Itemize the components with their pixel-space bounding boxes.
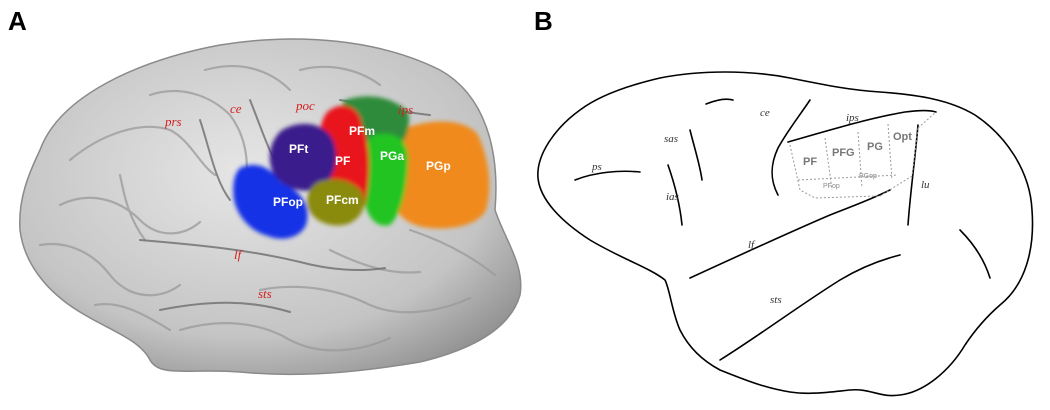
sulcus-label-sts: sts [258, 286, 272, 301]
area-pft-patch [269, 123, 337, 191]
area-label-pfcm: PFcm [326, 193, 359, 207]
sas-sulcus-line [689, 129, 703, 181]
ce-sulcus-line [771, 99, 811, 196]
sulcus-label-prs: prs [164, 114, 182, 129]
area-label-pfop-b: PFop [823, 183, 840, 190]
sulcus-label-ce-b: ce [760, 107, 770, 119]
area-label-opt: Opt [893, 131, 912, 143]
ps-sulcus-line [574, 170, 641, 181]
sulcus-label-lu: lu [921, 179, 930, 191]
sulci-lines [574, 98, 991, 361]
area-label-pfm: PFm [349, 124, 375, 138]
sulcus-label-ias: ias [666, 191, 679, 203]
panel-a: A [8, 6, 522, 376]
panel-b: B ce ips sas ps ias [534, 6, 1034, 397]
panel-b-letter: B [534, 6, 553, 36]
area-pga-patch [360, 133, 409, 226]
area-pgp-patch [388, 121, 490, 229]
area-label-pfg: PFG [832, 147, 855, 159]
sts-sulcus-line [719, 254, 901, 361]
area-pfop-patch [233, 164, 308, 239]
ips-sulcus-line [787, 109, 937, 143]
area-label-pgp: PGp [426, 159, 451, 173]
sulcus-label-sts-b: sts [770, 294, 782, 306]
sulcus-label-ips: ips [398, 102, 413, 117]
sulcus-label-poc: poc [295, 98, 315, 113]
panel-a-letter: A [8, 6, 27, 36]
area-label-pft: PFt [289, 142, 308, 156]
area-label-pf: PF [335, 154, 350, 168]
sulcus-label-ps: ps [591, 161, 602, 173]
gyral-folds [38, 65, 497, 352]
sulcus-label-sas: sas [664, 133, 678, 145]
area-label-pgop: PGop [859, 173, 877, 180]
cortical-areas [233, 96, 490, 239]
sulcus-label-ce: ce [230, 101, 242, 116]
ipl-grid [789, 111, 937, 199]
lf-sulcus-line [689, 189, 891, 279]
ias-sulcus-line [667, 164, 683, 226]
area-label-pfop: PFop [273, 195, 303, 209]
area-label-pg: PG [867, 141, 883, 153]
area-label-pf-b: PF [803, 156, 817, 168]
area-pfcm-patch [307, 179, 365, 226]
area-label-pga: PGa [380, 149, 404, 163]
sulcus-label-lf: lf [234, 247, 244, 262]
sulcus-label-lf-b: lf [748, 239, 756, 251]
brain-outline [537, 71, 1034, 397]
lu-sulcus-line [907, 124, 919, 226]
sulcus-label-ips-b: ips [846, 112, 859, 124]
